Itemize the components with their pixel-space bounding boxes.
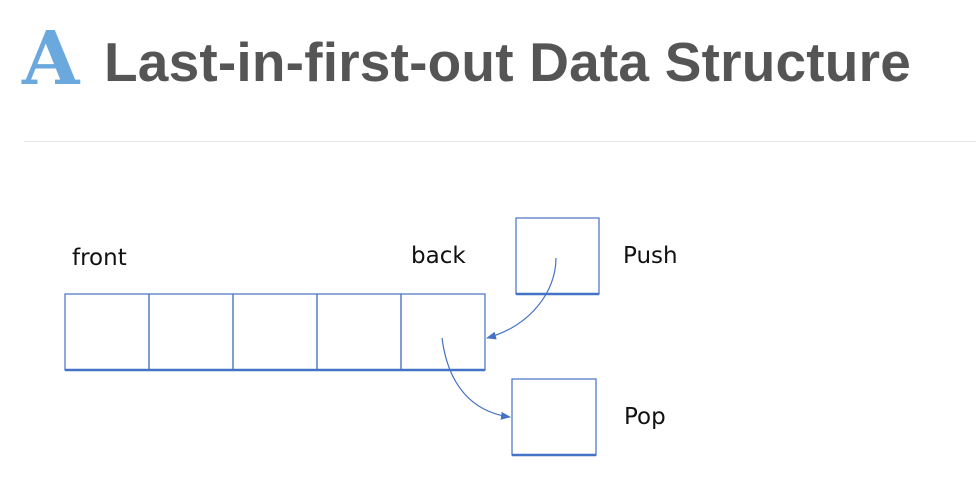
pop-arrow (441, 337, 511, 420)
pop-box (511, 378, 597, 456)
push-label: Push (623, 243, 678, 269)
stack-cell (64, 293, 150, 371)
front-label: front (72, 245, 127, 271)
stack-cell (316, 293, 402, 371)
back-label: back (411, 243, 466, 269)
push-arrow (486, 257, 557, 340)
stack-cell (148, 293, 234, 371)
pop-label: Pop (624, 404, 666, 430)
stack-cell (232, 293, 318, 371)
pop-element (511, 378, 597, 457)
push-box (515, 217, 600, 295)
stack-cell-back (400, 293, 486, 371)
letter-a-logo-icon: A (22, 16, 80, 102)
header-divider (24, 141, 976, 142)
push-element (515, 217, 600, 296)
page-title: Last-in-first-out Data Structure (104, 31, 911, 93)
stack-array (64, 293, 486, 372)
page-header: A Last-in-first-out Data Structure (0, 0, 976, 142)
